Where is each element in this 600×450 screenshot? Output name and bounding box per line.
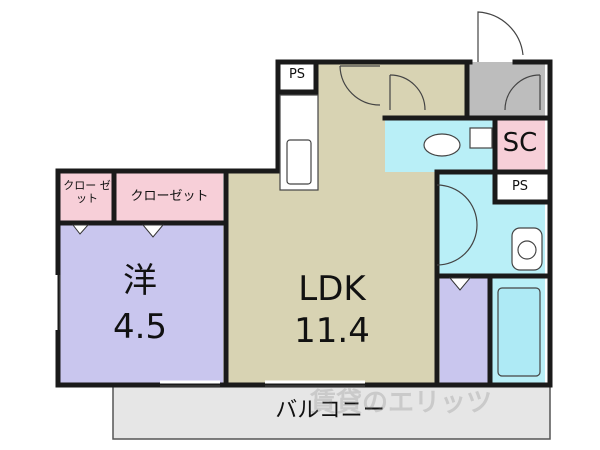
western-room-size: 4.5: [112, 307, 168, 347]
balcony-label: バルコニー: [275, 398, 385, 423]
ps-label-right: PS: [511, 179, 529, 194]
western-room-name: 洋: [123, 261, 157, 301]
toilet-bowl: [423, 133, 461, 157]
sc-floor: [495, 118, 545, 172]
closet-small-label: クロー ゼット: [63, 179, 111, 205]
sc-label: SC: [502, 128, 538, 158]
balcony-area: [112, 384, 551, 440]
fixtures: [54, 11, 543, 387]
ps-right-box: [495, 172, 545, 202]
walls: [55, 59, 553, 388]
ldk-size: 11.4: [294, 311, 370, 351]
western-room-floor: [58, 223, 223, 383]
shoe-closet-floor: [467, 62, 545, 118]
entrance-floor: [385, 62, 467, 118]
bathtub: [497, 287, 541, 377]
closet-door-marks: [71, 224, 472, 291]
closet-small-floor: [58, 171, 114, 223]
ldk-name: LDK: [298, 269, 366, 309]
storage-floor: [440, 276, 490, 383]
sink: [286, 139, 312, 185]
closet-large-label: クローゼット: [130, 189, 209, 204]
ps-top-box: [278, 62, 316, 92]
ps-label-top: PS: [288, 67, 306, 82]
closet-large-floor: [116, 171, 223, 223]
watermark: 賃貸のエリッツ: [310, 388, 493, 418]
